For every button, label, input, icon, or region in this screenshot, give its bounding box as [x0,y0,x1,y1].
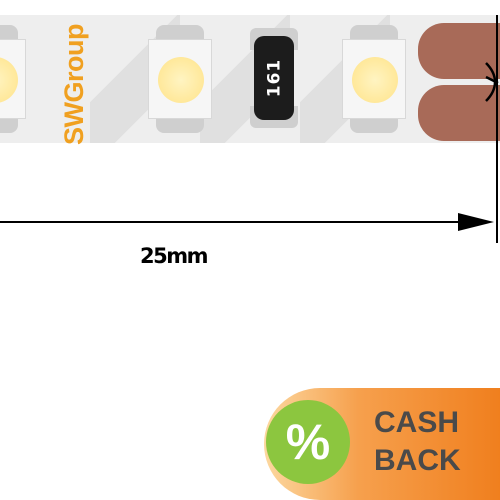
resistor-chip: 161 [250,28,298,128]
arrow-right-icon [458,213,494,231]
dimension-end-bar [496,15,498,243]
copper-pad [418,23,500,79]
brand-logo: SWGroup [52,24,96,145]
copper-pad [418,85,500,141]
led-chip [148,25,212,133]
dimension-label: 25mm [140,244,209,268]
led-light [0,57,18,103]
resistor-code: 161 [264,58,284,98]
led-chip [0,25,26,133]
led-light [352,57,398,103]
led-light [158,57,204,103]
cashback-line-1: CASH [374,406,460,439]
percent-icon: % [266,400,350,484]
led-chip [342,25,406,133]
dimension-line [0,221,470,223]
cashback-label: CASH BACK [374,404,494,480]
cashback-line-2: BACK [374,444,461,477]
brand-text: SWGroup [58,23,89,145]
